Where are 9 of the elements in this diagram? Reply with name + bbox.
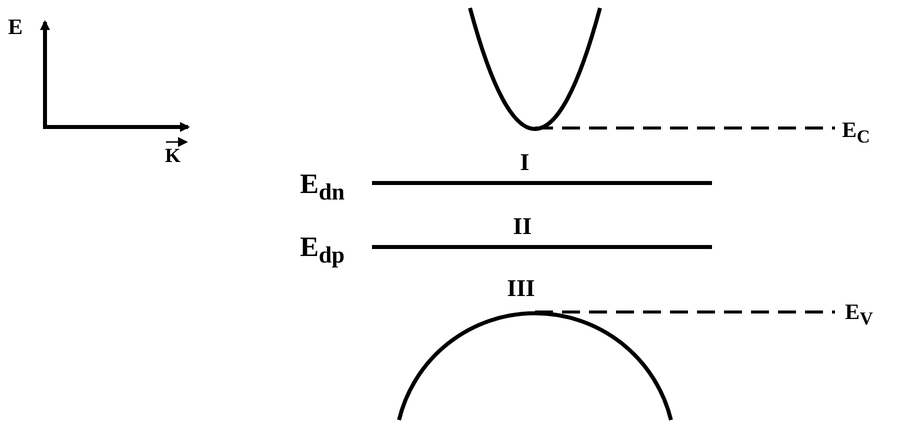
region-label: I xyxy=(520,151,530,175)
energy-level-label: E$_{C}$ xyxy=(842,119,870,146)
energy-level-label: E$_{dn}$ xyxy=(300,171,345,205)
region-label: II xyxy=(513,215,532,239)
energy-level-label: E$_{dp}$ xyxy=(300,234,345,268)
energy-level-label: E$_{V}$ xyxy=(845,301,873,328)
region-label: III xyxy=(507,277,536,301)
axis-label: E xyxy=(8,16,23,38)
axis-label: K xyxy=(165,146,181,166)
